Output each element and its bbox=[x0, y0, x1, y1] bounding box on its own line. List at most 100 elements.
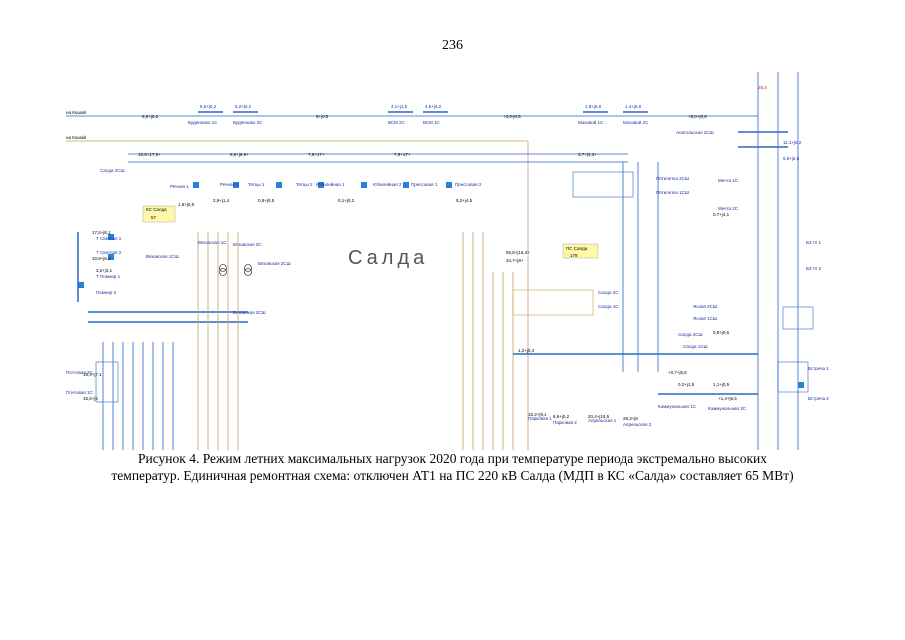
label-piatilka-1: Пятилетка 1СШ bbox=[656, 190, 689, 195]
val-v28: 0,7+j4,1 bbox=[713, 212, 730, 217]
label-mokhovoy-1: Моховой 1С bbox=[578, 119, 604, 125]
label-aprelskaya-1: Апрельская 1 bbox=[588, 418, 617, 423]
val-v35: 15,5+j5 bbox=[83, 396, 98, 401]
label-bz-2: Б3 тп 2 bbox=[806, 266, 821, 271]
val-v-top-1: 5,5+j0,2 bbox=[142, 114, 159, 119]
label-svetlaya-2: Т Светлая 2 bbox=[96, 250, 122, 255]
val-v38: 8,6+j0,2 bbox=[553, 414, 570, 419]
label-pressovaya-2: Прессовая 2 bbox=[455, 182, 482, 187]
val-v19: 10,8+j6,4 bbox=[92, 256, 111, 261]
line-label-top-1: на Кошай bbox=[66, 109, 86, 115]
val-v37: 15,2+j9,1 bbox=[528, 412, 547, 417]
val-v36: 16,4+j7,1 bbox=[83, 372, 102, 377]
val-v33: 5,2+j4,5 bbox=[456, 198, 473, 203]
label-vyazovskaya-3: Вязовская 2СШ bbox=[258, 261, 291, 266]
label-anatolskaya: Анатольская 2СШ bbox=[676, 130, 714, 135]
label-bud-2: Будённово 2С bbox=[233, 120, 263, 125]
val-v40: 26,3+j6 bbox=[623, 416, 638, 421]
val-v1: 5,5+j0,2 bbox=[200, 104, 217, 109]
val-v23: 1,2+j0,4 bbox=[518, 348, 535, 353]
val-v4: 4,1+j1,5 bbox=[391, 104, 408, 109]
label-bcm-1: ВСМ 1С bbox=[423, 120, 441, 125]
figure-caption: Рисунок 4. Режим летних максимальных наг… bbox=[60, 450, 845, 484]
line-label-top-2: на Кошай bbox=[66, 134, 86, 140]
ks-salda-value: 57 bbox=[151, 215, 157, 220]
label-rechnaya-1: Речная 1 bbox=[170, 184, 189, 189]
val-v25: 1,1+j0,5 bbox=[713, 382, 730, 387]
val-v3: 5+j0,5 bbox=[316, 114, 329, 119]
label-aprelskaya-2: Апрельская 2 bbox=[623, 422, 652, 427]
val-v29: 0,9+j0,6 bbox=[713, 330, 730, 335]
label-vyazovskaya-1: Вязовская 1С bbox=[198, 240, 227, 245]
val-v16: 11,1+j5,2 bbox=[783, 140, 802, 145]
power-grid-diagram: на Кошай на Кошай 5,5+j0,2 5,2+j0,2 4,1+… bbox=[58, 72, 848, 450]
label-salda-2sh-b: Салда 2СШ bbox=[678, 332, 703, 337]
val-v12: 8,5+j6,9+ bbox=[230, 152, 249, 157]
val-v32: 0,1+j0,2 bbox=[338, 198, 355, 203]
ps-salda-box bbox=[562, 243, 599, 259]
label-yasnaya-1: Ясная 1СШ bbox=[693, 316, 717, 321]
val-v13: 7,9+17+ bbox=[308, 152, 325, 157]
label-pochtovaya-2: Почтовая 2С bbox=[66, 370, 94, 375]
val-v18: 17,5+j8,1 bbox=[92, 230, 111, 235]
label-parkovaya-2: Парковая 2 bbox=[553, 420, 577, 425]
label-vyazovskaya-2: Вязовская 2С bbox=[233, 242, 262, 247]
val-v5: 4,5+j4,2 bbox=[425, 104, 442, 109]
label-pomnir: Т Помнир 1 bbox=[96, 274, 121, 279]
label-salda-1c: Салда 2С bbox=[598, 290, 619, 295]
region-label: Салда bbox=[348, 247, 428, 269]
val-v7: 1,8+j0,8 bbox=[585, 104, 602, 109]
val-v15: 3,7+j3,3+ bbox=[578, 152, 597, 157]
label-salda-1c-b: Салда 1С bbox=[598, 304, 619, 309]
label-piatilka-2: Пятилетка 2СШ bbox=[656, 176, 689, 181]
val-v14: 7,9+17+ bbox=[394, 152, 411, 157]
label-bcm-2: ВСМ 2С bbox=[388, 120, 406, 125]
label-vstrecha-1: Встреча 1 bbox=[808, 366, 829, 371]
val-v10: 28,4 bbox=[758, 85, 767, 90]
diagram-svg: на Кошай на Кошай 5,5+j0,2 5,2+j0,2 4,1+… bbox=[66, 72, 829, 450]
label-vstrecha-2: Встреча 2 bbox=[808, 396, 829, 401]
val-v22: 34,7+j8+ bbox=[506, 258, 524, 263]
caption-line-1: Рисунок 4. Режим летних максимальных наг… bbox=[138, 451, 767, 466]
val-v34: 1,6+j0,8 bbox=[178, 202, 195, 207]
label-salda-2sh: Салда 2СШ bbox=[100, 168, 125, 173]
label-mokhovoy-2: Моховой 2С bbox=[623, 119, 649, 125]
val-v24: 0,2+j1,5 bbox=[678, 382, 695, 387]
label-tetsy-1: Тетцы 1 bbox=[248, 182, 265, 187]
label-yasnaya-2: Ясная 2СШ bbox=[693, 304, 717, 309]
val-v6: +3,0-j0,5 bbox=[503, 114, 521, 119]
label-pomnir-2: Помнир 2 bbox=[96, 290, 117, 295]
label-svetlaya-1: Т Светлая 1 bbox=[96, 236, 122, 241]
val-v17: 5,9+j6,5 bbox=[783, 156, 800, 161]
val-v9: +8,0+j0,8 bbox=[688, 114, 707, 119]
label-parkovaya-1: Парковая 1 bbox=[528, 416, 552, 421]
val-v2: 5,2+j0,2 bbox=[235, 104, 252, 109]
label-mechta: Мечта 1С bbox=[718, 178, 739, 183]
val-v21: 55,8+j16,3+ bbox=[506, 250, 530, 255]
val-v11: 16,5+17,8+ bbox=[138, 152, 161, 157]
ks-salda-box bbox=[142, 205, 176, 223]
label-vyazovskaya-1sh: Вязовская 1СШ bbox=[146, 254, 179, 259]
val-v39: 20,4+j15,5 bbox=[588, 414, 610, 419]
label-kommunalnaya-2: Коммунальная 2С bbox=[708, 406, 747, 411]
label-bud-1: Будённово 1С bbox=[188, 120, 218, 125]
val-v8: 1,4+j0,8 bbox=[625, 104, 642, 109]
label-salda-1sh: Салда 1СШ bbox=[683, 344, 708, 349]
label-yubileynaya-2: Юбилейная 2 bbox=[373, 181, 402, 187]
caption-line-2: температур. Единичная ремонтная схема: о… bbox=[111, 468, 794, 483]
label-yubileynaya-1: Юбилейная 1 bbox=[316, 181, 345, 187]
ks-salda-name: КС Салда bbox=[146, 207, 167, 212]
label-vyazovskaya-2sh: Вязовская 2СШ bbox=[233, 310, 266, 315]
label-mechta-2: Мечта 2С bbox=[718, 206, 739, 211]
label-kommunalnaya-1: Коммунальная 1С bbox=[658, 404, 697, 409]
ps-salda-value: 178 bbox=[570, 253, 578, 258]
val-v26: +1,4+j5,5 bbox=[718, 396, 737, 401]
val-v20: 3,2+j3,1 bbox=[96, 268, 113, 273]
label-tetsy-2: Тетцы 2 bbox=[296, 182, 313, 187]
val-v31: 0,8+j0,5 bbox=[258, 198, 275, 203]
val-v27: +0,7+j5,6 bbox=[668, 370, 687, 375]
label-pochtovaya-1: Почтовая 1С bbox=[66, 390, 94, 395]
val-v30: 2,9+j1,4 bbox=[213, 198, 230, 203]
label-rechnaya-2: Речная 2 bbox=[220, 182, 239, 187]
page-number: 236 bbox=[442, 38, 463, 53]
